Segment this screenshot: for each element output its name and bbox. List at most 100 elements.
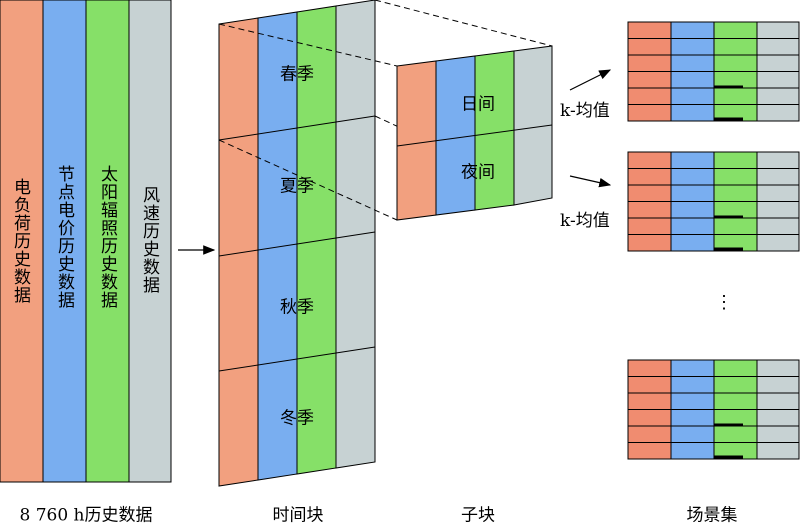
history-label-load: 电负荷历史数据 [10, 178, 30, 304]
scenario-cell [627, 376, 672, 394]
scenario-cell [670, 201, 715, 219]
scenario-cell [713, 184, 758, 202]
history-block [0, 0, 172, 483]
scenario-cell [756, 201, 800, 219]
scenario-cell [713, 54, 758, 72]
scenario-cell [670, 104, 715, 122]
scenario-cell [670, 151, 715, 169]
kmeans-label-1: k-均值 [560, 101, 610, 121]
scenario-cell [670, 87, 715, 105]
zoom-line-1 [218, 23, 398, 67]
season-divider-2 [218, 231, 376, 257]
time-col-wind [335, 0, 376, 469]
wind-history-bar [128, 0, 172, 483]
scenario-cell [627, 168, 672, 186]
scenario-cell [756, 104, 800, 122]
scenario-cell [713, 21, 758, 39]
scenario-table-1 [627, 21, 800, 122]
scenario-cell [627, 71, 672, 89]
scenario-cell [627, 442, 672, 460]
scenario-cell [756, 21, 800, 39]
scenario-cell [713, 38, 758, 56]
caption-history: 8 760 h历史数据 [19, 505, 153, 526]
scenario-cell [756, 409, 800, 427]
scenario-cell [627, 201, 672, 219]
scenario-cell [670, 184, 715, 202]
scenario-cell [756, 184, 800, 202]
scenario-cell [627, 38, 672, 56]
scenario-cell [713, 425, 758, 443]
period-label-day: 日间 [461, 94, 495, 115]
sub-block [396, 45, 553, 221]
sub-col-load [396, 60, 437, 221]
scenario-cell [756, 442, 800, 460]
season-label-spring: 春季 [280, 64, 314, 85]
scenario-cell [670, 38, 715, 56]
scenario-cell [670, 168, 715, 186]
scenario-cell [627, 234, 672, 252]
scenario-cell [756, 392, 800, 410]
scenario-cell [713, 151, 758, 169]
scenario-cell [627, 21, 672, 39]
scenario-cell [670, 409, 715, 427]
scenario-table-2 [627, 151, 800, 252]
time-col-load [218, 17, 259, 487]
scenario-cell [627, 184, 672, 202]
sub-col-wind [513, 45, 553, 206]
scenario-cell [670, 359, 715, 377]
scenario-cell [670, 71, 715, 89]
season-label-winter: 冬季 [280, 408, 314, 429]
scenario-cell [756, 54, 800, 72]
scenario-cell [670, 376, 715, 394]
history-label-wind: 风速历史数据 [139, 186, 159, 294]
scenario-cell [627, 217, 672, 235]
scenario-cell [627, 359, 672, 377]
zoom-line-3 [218, 139, 398, 221]
season-divider-3 [218, 346, 376, 372]
scenario-cell [756, 234, 800, 252]
scenario-cell [756, 217, 800, 235]
scenario-cell [756, 425, 800, 443]
sub-divider [396, 124, 553, 147]
scenario-cell [670, 442, 715, 460]
scenario-cell [670, 54, 715, 72]
caption-time-block: 时间块 [272, 505, 324, 526]
scenario-cell [627, 104, 672, 122]
scenario-cell [756, 87, 800, 105]
arrow-kmeans-2 [569, 175, 612, 188]
scenario-cell [756, 376, 800, 394]
scenario-ellipsis: ⋮ [715, 292, 733, 313]
scenario-cell [627, 54, 672, 72]
season-divider-1 [218, 115, 376, 141]
price-history-bar [42, 0, 87, 483]
scenario-cell [627, 392, 672, 410]
scenario-cell [756, 151, 800, 169]
caption-scenario-set: 场景集 [686, 505, 738, 526]
scenario-cell [670, 234, 715, 252]
scenario-cell [713, 217, 758, 235]
season-label-summer: 夏季 [280, 176, 314, 197]
caption-sub-block: 子块 [461, 505, 495, 526]
period-label-night: 夜间 [461, 162, 495, 183]
sub-col-price [435, 55, 476, 216]
scenario-cell [713, 359, 758, 377]
kmeans-label-2: k-均值 [560, 211, 610, 231]
scenario-cell [713, 168, 758, 186]
scenario-cell [670, 392, 715, 410]
history-label-solar: 太阳辐照历史数据 [97, 165, 117, 309]
season-label-autumn: 秋季 [280, 297, 314, 318]
scenario-cell [627, 87, 672, 105]
scenario-cell [756, 71, 800, 89]
history-label-price: 节点电价历史数据 [54, 165, 74, 309]
scenario-cell [670, 217, 715, 235]
scenario-cell [713, 87, 758, 105]
time-block [218, 0, 376, 487]
scenario-cell [670, 21, 715, 39]
scenario-cell [756, 38, 800, 56]
scenario-cell [627, 409, 672, 427]
scenario-cell [627, 151, 672, 169]
scenario-cell [713, 376, 758, 394]
scenario-cell [756, 359, 800, 377]
scenario-cell [627, 425, 672, 443]
